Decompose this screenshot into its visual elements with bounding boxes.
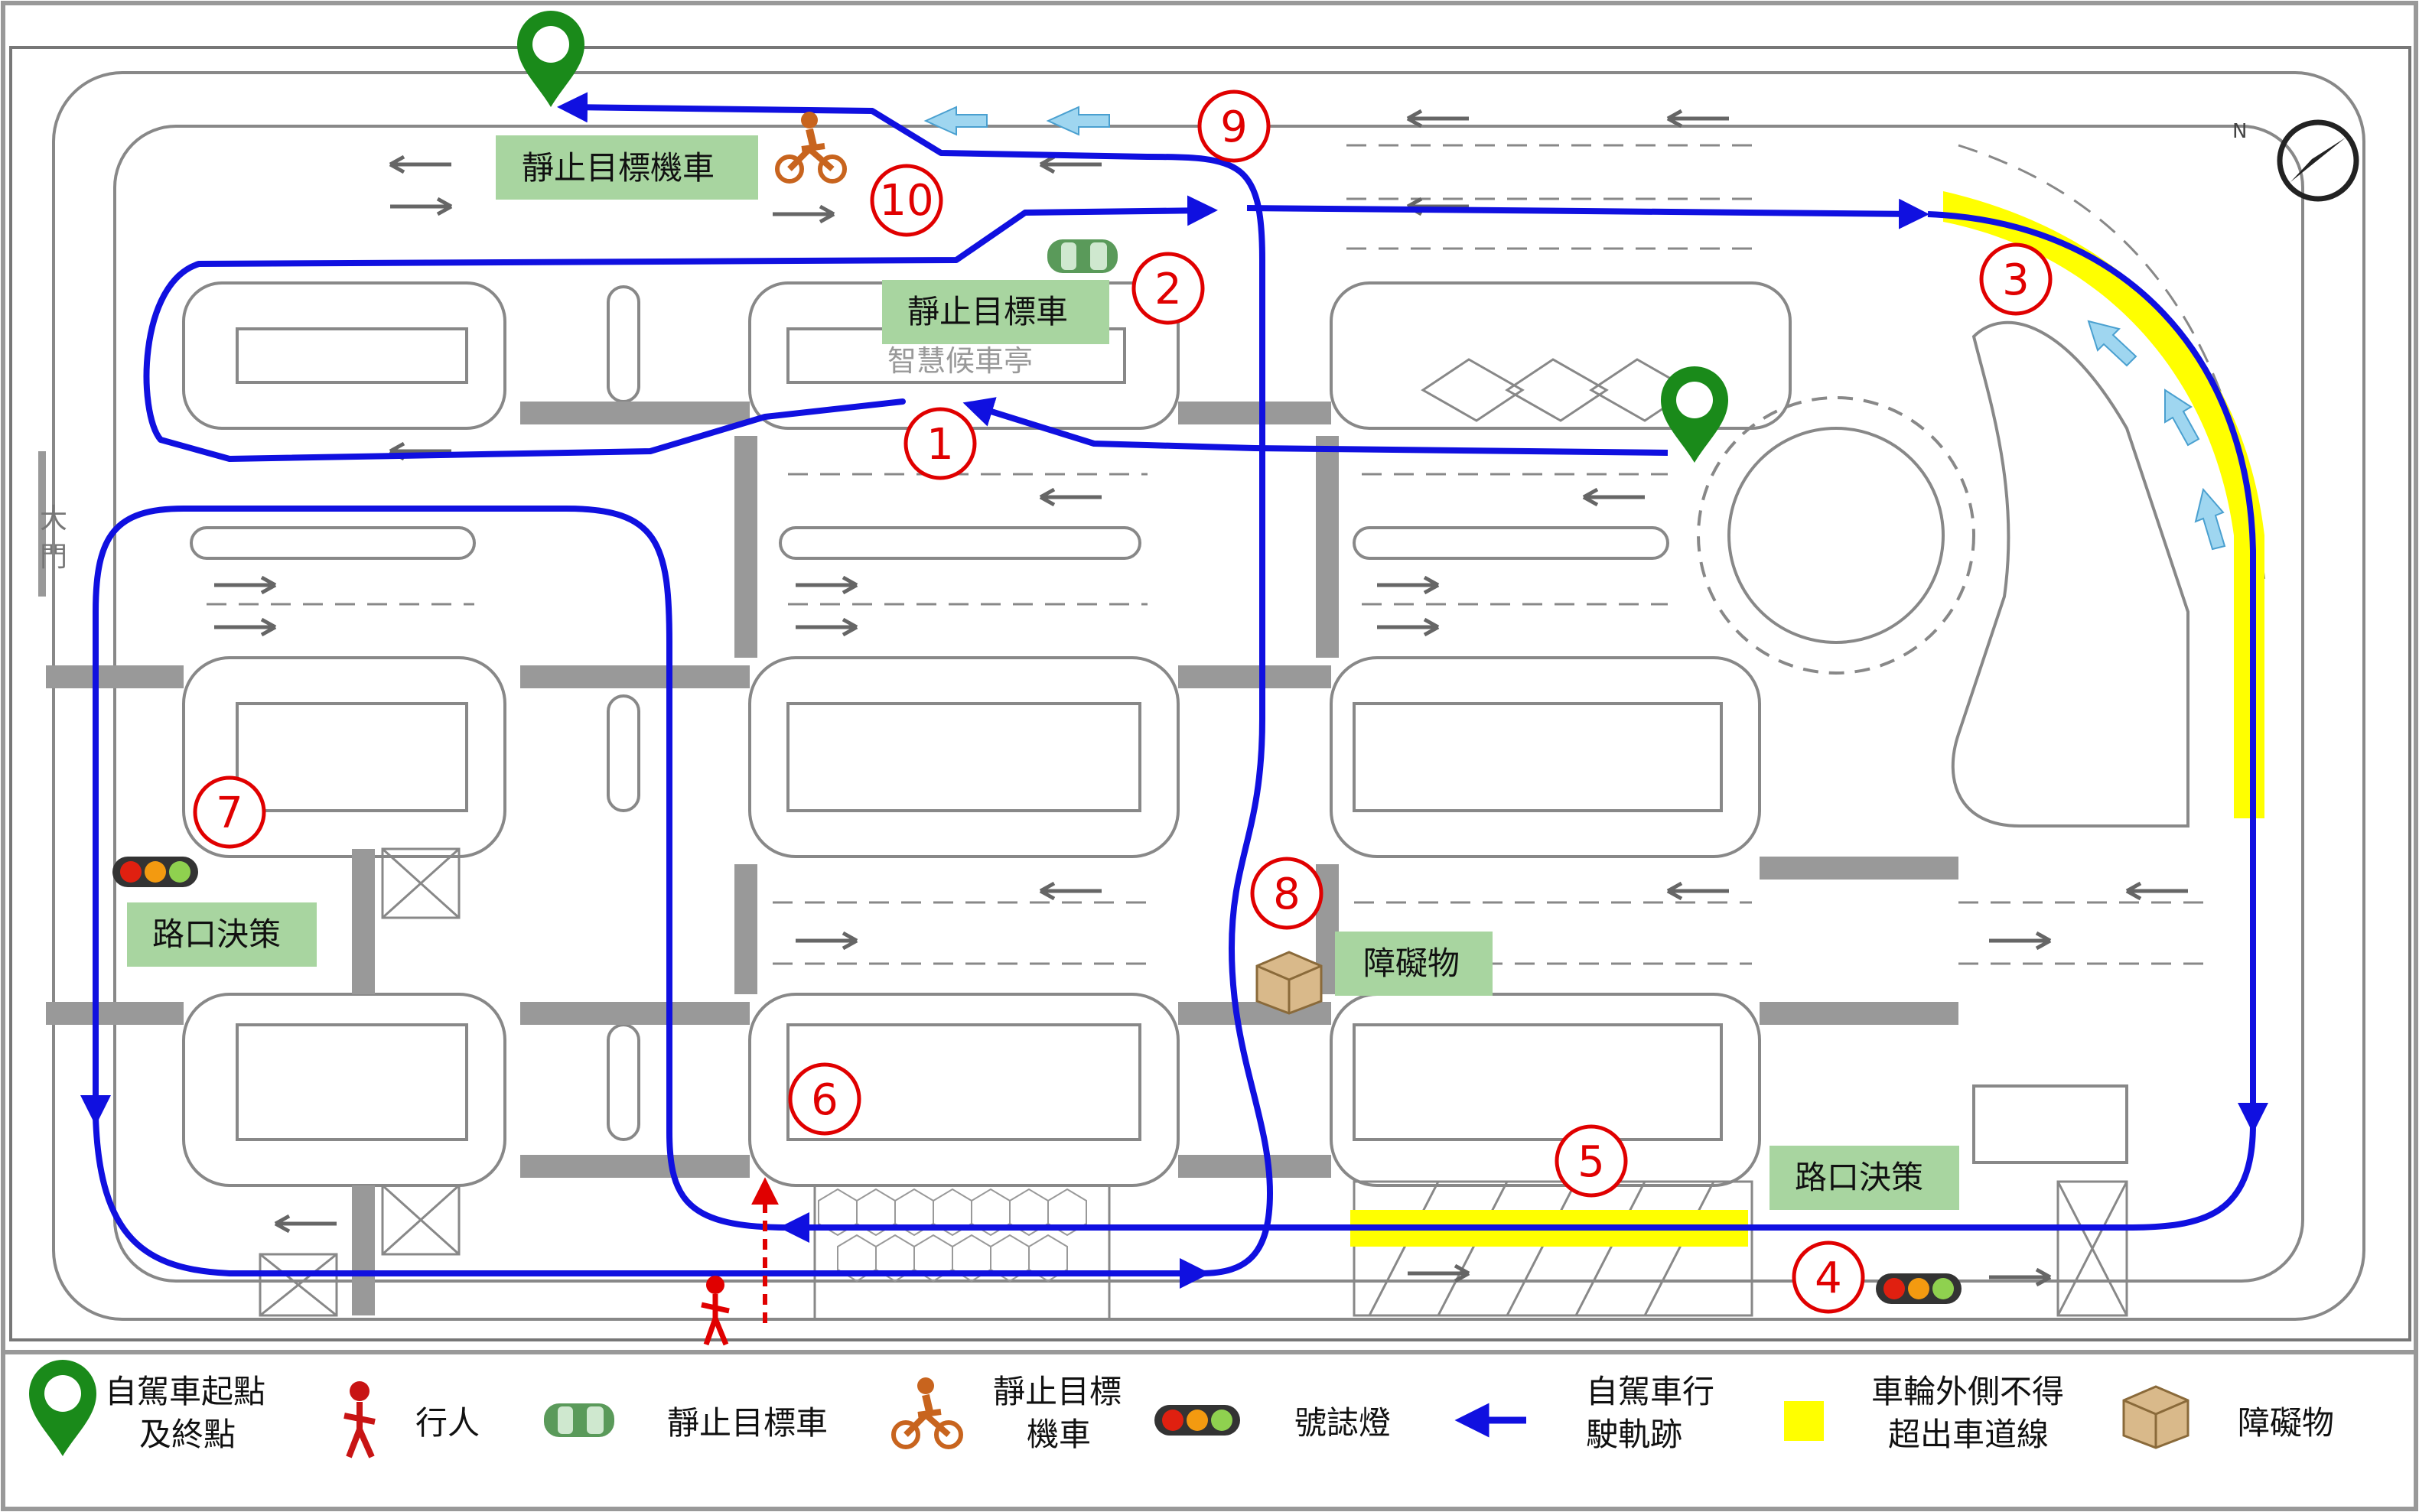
legend-boundary-2: 超出車道線	[1888, 1416, 2049, 1453]
legend-location-pin-icon	[29, 1360, 96, 1456]
pedestrian-icon	[701, 1276, 730, 1346]
svg-text:6: 6	[811, 1075, 838, 1125]
station-1: 1	[903, 407, 977, 480]
legend-path-2: 駛軌跡	[1586, 1416, 1682, 1453]
hatched-areas	[259, 847, 2128, 1321]
legend-obstacle: 障礙物	[2238, 1404, 2334, 1442]
lane-lines	[207, 144, 2266, 965]
legend-pedestrian-icon	[343, 1381, 376, 1458]
legend-path-1: 自駕車行	[1586, 1373, 1714, 1410]
svg-text:障礙物: 障礙物	[1363, 945, 1460, 982]
station-2: 2	[1131, 252, 1205, 325]
svg-text:靜止目標車: 靜止目標車	[907, 293, 1068, 330]
legend-static-car: 靜止目標車	[667, 1404, 828, 1442]
parking-bays	[1421, 358, 1693, 422]
svg-text:N: N	[2232, 120, 2247, 143]
label-intersection-right: 路口決策	[1769, 1146, 1959, 1210]
svg-text:路口決策: 路口決策	[1795, 1159, 1923, 1196]
svg-text:10: 10	[879, 176, 933, 226]
hex-pattern	[818, 1188, 1087, 1283]
label-static-car: 靜止目標車	[882, 280, 1109, 344]
gate-label-2: 門	[40, 541, 67, 573]
end-location-pin-icon	[517, 11, 584, 107]
static-car-icon	[1047, 239, 1118, 273]
station-8: 8	[1250, 857, 1323, 930]
legend: 自駕車起點 及終點 行人 靜止目標車 靜止目標 機車 號誌燈 自駕車行 駛軌跡 …	[29, 1360, 2334, 1458]
label-intersection-left: 路口決策	[127, 902, 317, 967]
station-7: 7	[193, 776, 266, 849]
station-markers: 1 2 3 4 5 6 7 8 9 10	[193, 89, 2053, 1314]
legend-motorcycle-2: 機車	[1027, 1416, 1091, 1453]
legend-motorcycle-1: 靜止目標	[993, 1373, 1122, 1410]
legend-car-icon	[544, 1403, 614, 1437]
station-4: 4	[1792, 1240, 1865, 1314]
gate-label-1: 大	[40, 503, 67, 535]
legend-boundary-1: 車輪外側不得	[1871, 1373, 2064, 1410]
station-3: 3	[1979, 242, 2053, 316]
svg-text:路口決策: 路口決策	[152, 915, 281, 953]
legend-traffic-light-icon	[1154, 1405, 1240, 1436]
station-9: 9	[1197, 89, 1271, 163]
crosswalks	[46, 402, 1958, 1315]
svg-text:2: 2	[1154, 265, 1182, 314]
parking-text: 智慧候車亭	[887, 344, 1033, 378]
legend-start-end-2: 及終點	[139, 1416, 236, 1453]
label-obstacle: 障礙物	[1335, 932, 1493, 996]
svg-text:4: 4	[1815, 1253, 1842, 1303]
legend-yellow-swatch	[1784, 1401, 1824, 1441]
svg-text:8: 8	[1273, 870, 1301, 919]
compass-icon: N	[2232, 119, 2359, 202]
station-5: 5	[1555, 1124, 1628, 1198]
svg-text:1: 1	[926, 420, 954, 470]
svg-text:5: 5	[1577, 1137, 1605, 1187]
legend-box-icon	[2122, 1385, 2189, 1449]
svg-text:3: 3	[2002, 255, 2030, 305]
label-motorcycle-target: 靜止目標機車	[496, 135, 758, 200]
traffic-light-icon	[1876, 1273, 1962, 1304]
legend-pedestrian: 行人	[415, 1404, 480, 1442]
svg-text:靜止目標機車: 靜止目標機車	[522, 149, 715, 187]
course-boundary	[9, 46, 2411, 1341]
driving-path	[80, 92, 2268, 1289]
legend-start-end-1: 自駕車起點	[105, 1373, 265, 1410]
motorcycle-icon	[775, 112, 847, 184]
obstacle-box-icon	[1255, 951, 1323, 1015]
legend-signal: 號誌燈	[1294, 1404, 1391, 1442]
svg-text:9: 9	[1220, 102, 1248, 152]
start-location-pin-icon	[1661, 366, 1728, 463]
svg-text:7: 7	[216, 789, 243, 838]
blue-arrows	[923, 106, 2226, 551]
traffic-light-icon	[112, 857, 198, 887]
station-6: 6	[788, 1062, 861, 1136]
station-10: 10	[870, 164, 943, 237]
legend-motorcycle-icon	[891, 1377, 963, 1449]
